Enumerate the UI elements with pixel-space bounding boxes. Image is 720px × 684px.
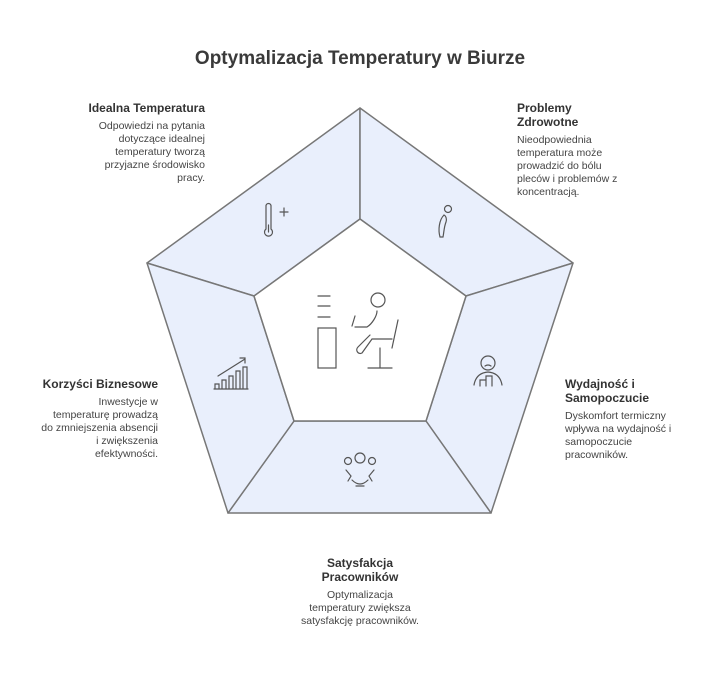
segment-description: Optymalizacja temperatury zwiększa satys… [301, 589, 419, 627]
segment-title: Problemy Zdrowotne [517, 101, 579, 129]
center-pentagon [253, 218, 467, 422]
segment-title: Wydajność i Samopoczucie [565, 377, 650, 405]
thermometer-icon [263, 202, 289, 237]
segment-description: Dyskomfort termiczny wpływa na wydajność… [565, 410, 672, 461]
unhappy-worker-icon [473, 355, 503, 387]
segment-title: Korzyści Biznesowe [42, 377, 158, 391]
growth-chart-icon [213, 357, 249, 390]
team-gear-icon [343, 452, 377, 487]
segment-title: Satysfakcja Pracowników [321, 556, 399, 584]
office-worker-desk-icon [317, 292, 399, 369]
segment-description: Nieodpowiednia temperatura może prowadzi… [517, 134, 618, 198]
segment-description: Inwestycje w temperaturę prowadzą do zmn… [41, 396, 158, 460]
segment-description: Odpowiedzi na pytania dotyczące idealnej… [98, 120, 205, 184]
segment-title: Idealna Temperatura [88, 101, 205, 115]
diagram-title: Optymalizacja Temperatury w Biurze [194, 48, 526, 69]
person-back-pain-icon [438, 204, 453, 238]
